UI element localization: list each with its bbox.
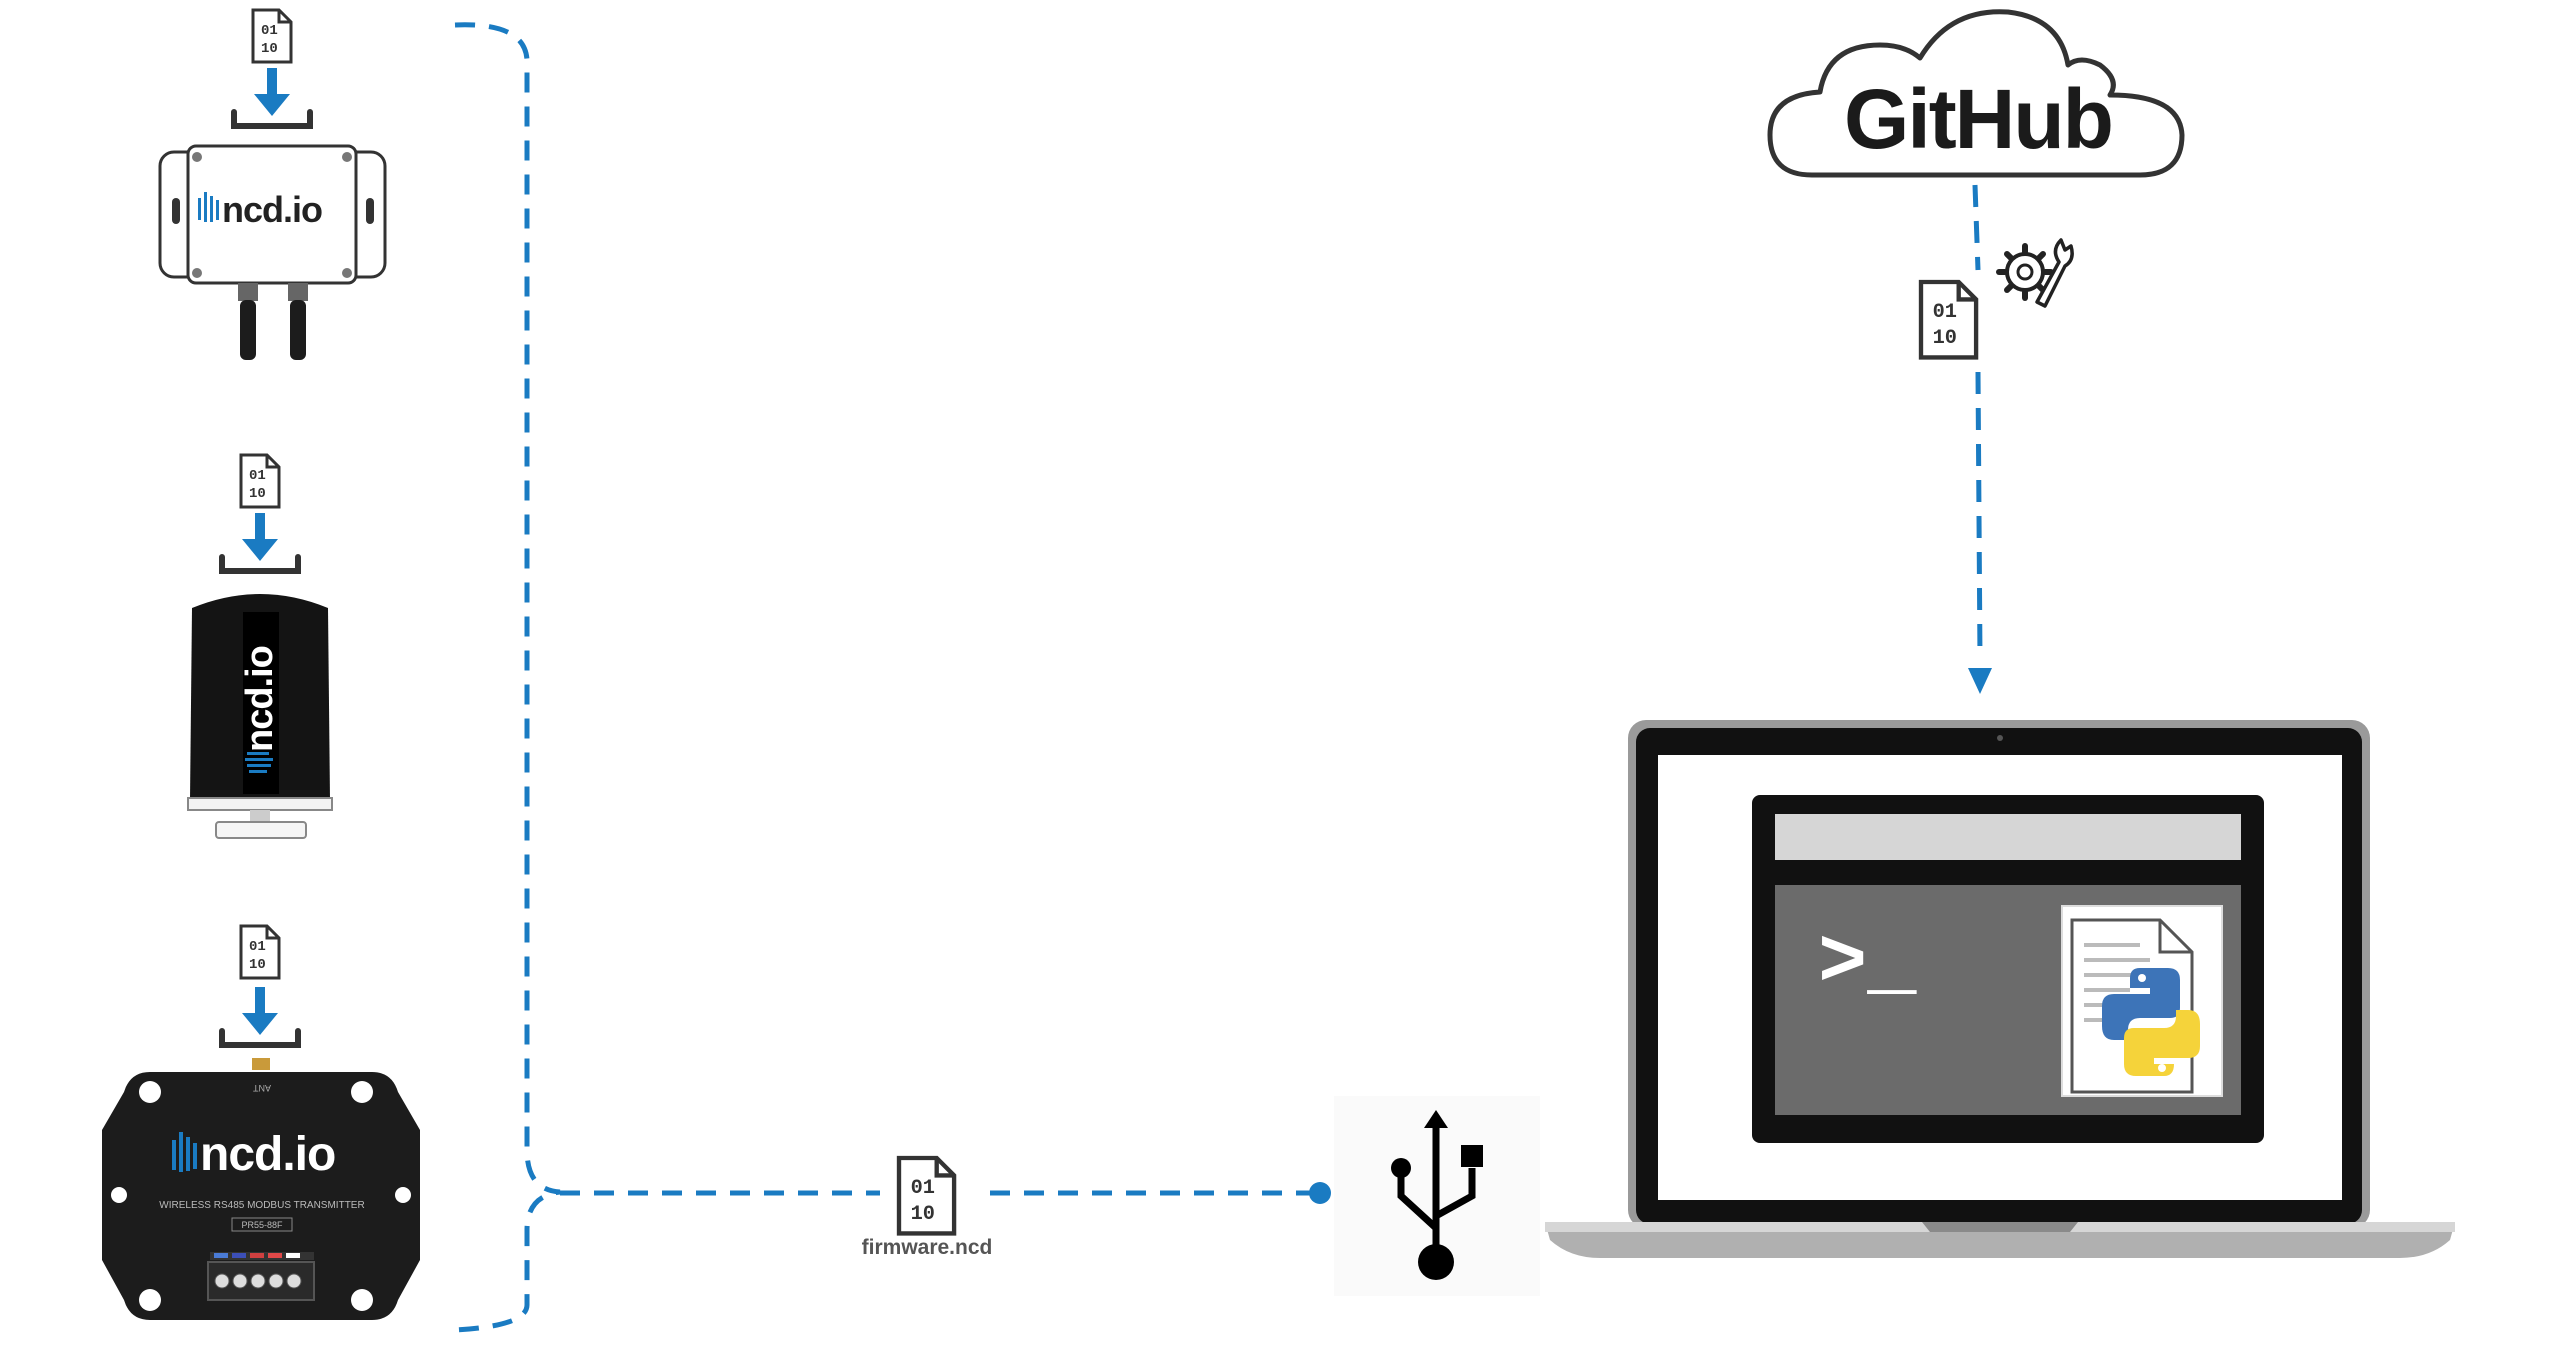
svg-text:10: 10 [1933,327,1957,350]
svg-text:01: 01 [911,1177,935,1200]
device-cylinder-sensor: 01 10 ncd.io [187,453,333,839]
file-binary-icon: 01 10 [899,1158,954,1233]
svg-text:01: 01 [1933,301,1957,324]
github-cloud: GitHub [1767,9,2185,178]
usb-connection-dot [1309,1182,1331,1204]
ncdio-logo-icon: ncd.io [198,189,323,230]
svg-text:ncd.io: ncd.io [239,646,281,752]
firmware-filename: firmware.ncd [862,1236,993,1259]
connector-lines [454,22,1992,1333]
svg-text:10: 10 [249,957,266,973]
github-to-laptop-line [1972,184,1981,271]
github-to-laptop-line-lower [1975,371,1983,661]
svg-text:WIRELESS RS485 MODBUS TRANSMIT: WIRELESS RS485 MODBUS TRANSMITTER [159,1200,364,1211]
svg-text:10: 10 [911,1203,935,1226]
download-arrow-icon [222,513,298,571]
ncdio-logo-icon: ncd.io [172,1128,336,1181]
svg-text:10: 10 [249,486,266,502]
download-arrow-icon [222,987,298,1045]
terminal-prompt: >_ [1818,917,1917,1010]
download-arrow-icon [234,68,310,126]
file-binary-icon: 01 10 [251,8,293,64]
usb-icon [1334,1096,1540,1296]
gear-wrench-icon [1996,238,2074,308]
github-label: GitHub [1844,72,2112,166]
svg-text:ANT: ANT [252,1083,271,1093]
svg-text:ncd.io: ncd.io [200,1128,335,1181]
svg-text:01: 01 [249,468,266,484]
ncdio-logo-icon [245,752,273,773]
file-binary-icon: 01 10 [239,453,281,509]
terminal-window: >_ [1752,795,2264,1143]
svg-text:PR55-88F: PR55-88F [241,1220,283,1230]
laptop-icon: >_ [1545,720,2455,1258]
svg-text:10: 10 [261,41,278,57]
cloud-icon [1767,9,2185,178]
svg-text:ncd.io: ncd.io [222,189,322,230]
file-binary-icon: 01 10 [1921,282,1976,357]
laptop-arrowhead [1968,668,1992,694]
device-modbus-transmitter: 01 10 ANT ncd.io WIRELESS RS485 MODBUS T… [102,924,420,1320]
file-binary-icon: 01 10 [239,924,281,980]
svg-text:01: 01 [249,939,266,955]
device-bracket-line [454,22,561,1333]
firmware-file: 01 10 firmware.ncd [862,1158,993,1259]
python-icon [2102,968,2200,1076]
svg-text:01: 01 [261,23,278,39]
device-enclosure-sensor: 01 10 ncd.io [158,8,387,360]
